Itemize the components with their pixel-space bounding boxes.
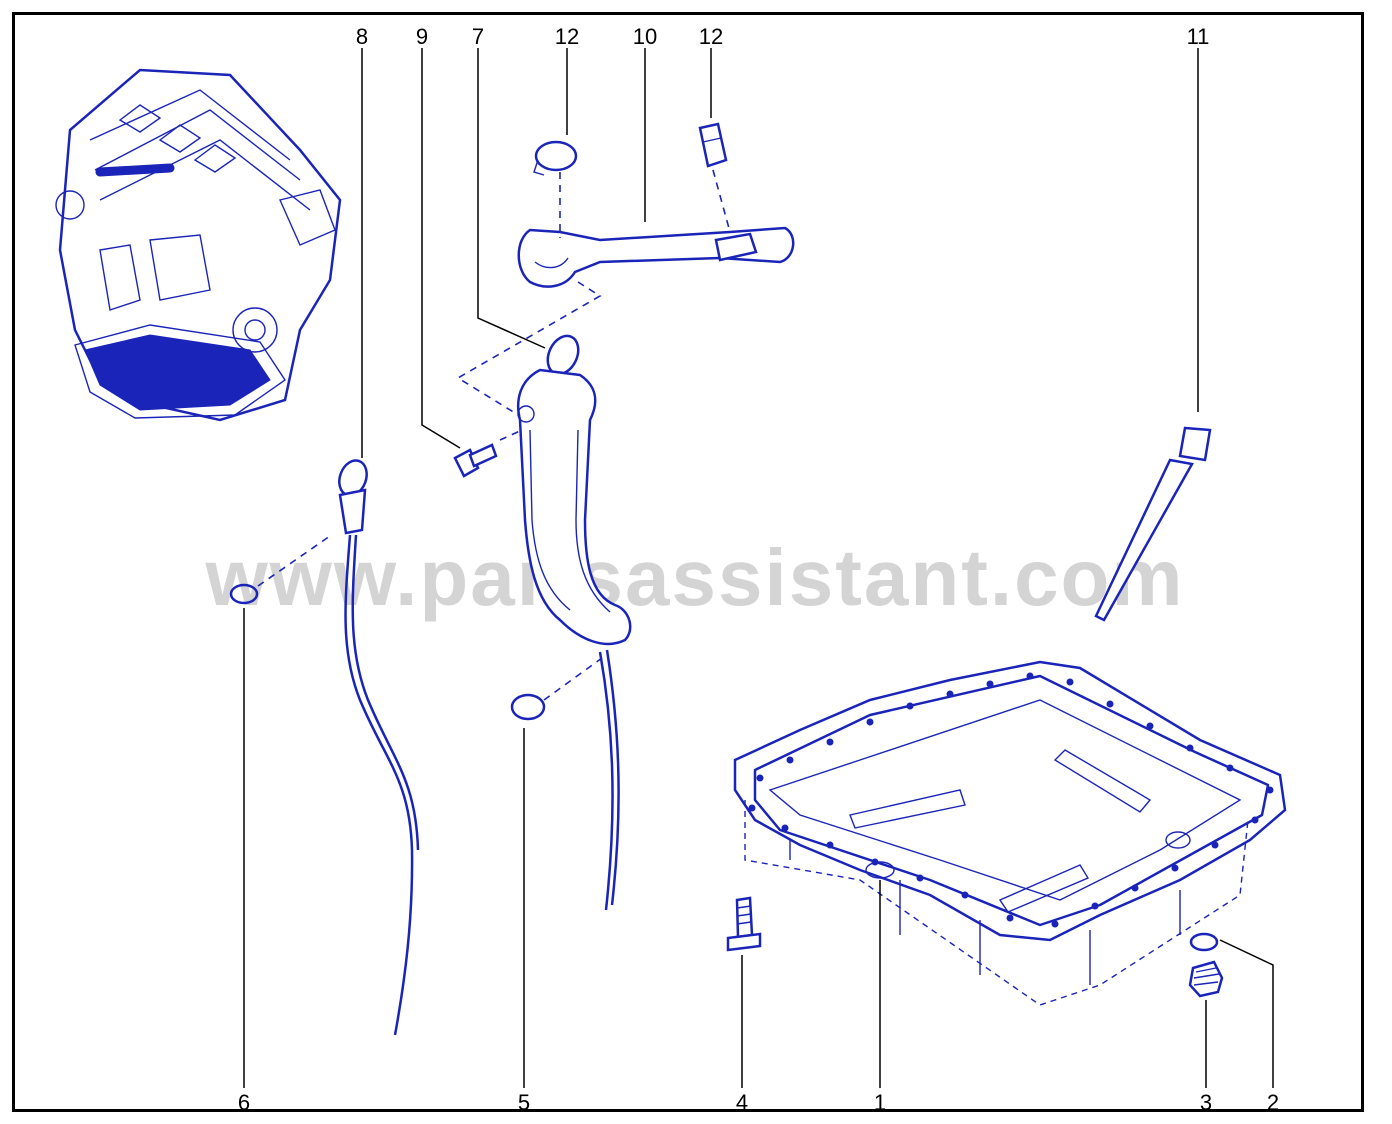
- oil-filler-tube-part-7: [516, 334, 632, 911]
- callout-leader-lines: [243, 48, 1274, 1088]
- sealing-washer-part-2: [1189, 932, 1219, 952]
- breather-hose-part-10: [517, 226, 795, 288]
- dipstick-part-8: [338, 459, 420, 1036]
- o-ring-part-5: [510, 693, 546, 721]
- tube-bolt-part-9: [453, 443, 498, 478]
- oil-pan-part-1: [733, 660, 1287, 1006]
- oil-pan-bolt-part-4: [726, 896, 762, 952]
- callout-12-right: 12: [699, 24, 723, 49]
- callout-1: 1: [874, 1090, 886, 1115]
- assembly-dashed-lines: [257, 169, 731, 701]
- callout-6: 6: [238, 1090, 250, 1115]
- callout-2: 2: [1267, 1090, 1279, 1115]
- watermark-text: www.partsassistant.com: [204, 533, 1184, 622]
- callout-7: 7: [472, 24, 484, 49]
- callout-5: 5: [518, 1090, 530, 1115]
- diagram-frame: [12, 12, 1364, 1112]
- callout-11: 11: [1187, 24, 1210, 49]
- drain-plug-part-3: [1188, 960, 1224, 998]
- hose-clip-part-12-right: [698, 122, 728, 168]
- callout-10: 10: [633, 24, 657, 49]
- callout-8: 8: [356, 24, 368, 49]
- o-ring-part-6: [229, 583, 259, 605]
- callout-12-left: 12: [555, 24, 579, 49]
- hose-clamp-part-12-left: [533, 140, 578, 176]
- callout-3: 3: [1200, 1090, 1212, 1115]
- callout-4: 4: [736, 1090, 748, 1115]
- oil-level-sensor-part-11: [1094, 426, 1212, 622]
- callout-9: 9: [416, 24, 428, 49]
- engine-overview-illustration: [55, 68, 342, 422]
